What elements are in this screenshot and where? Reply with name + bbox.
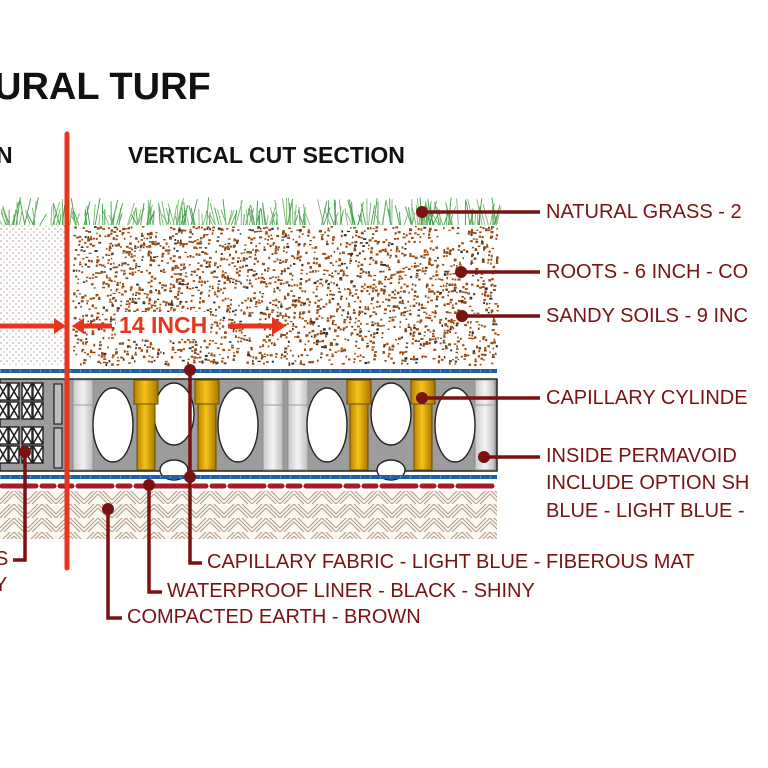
callout-left-cut-line2: Y [0, 574, 8, 596]
compacted-earth-layer [0, 491, 497, 539]
plan-section-heading: N [0, 142, 13, 168]
fine-soil-plan [0, 224, 67, 366]
callout-inside-permavoid-line3: BLUE - LIGHT BLUE - [546, 500, 745, 522]
dimension-label: 14 INCH [116, 312, 211, 339]
callout-roots: ROOTS - 6 INCH - CO [546, 261, 749, 283]
callout-inside-permavoid-line2: INCLUDE OPTION SH [546, 472, 750, 494]
callout-left-cut-line1: S [0, 548, 9, 570]
sandy-soil-layer [72, 226, 500, 367]
callout-capillary-cylinder: CAPILLARY CYLINDE [546, 387, 748, 409]
callout-dots [19, 206, 490, 515]
callout-compacted-earth: COMPACTED EARTH - BROWN [127, 606, 421, 628]
callout-leaders [13, 210, 540, 620]
vertical-cut-section-heading: VERTICAL CUT SECTION [128, 142, 405, 168]
callout-capillary-fabric: CAPILLARY FABRIC - LIGHT BLUE - FIBEROUS… [207, 551, 695, 573]
dimension-arrow [0, 317, 286, 335]
page-title: URAL TURF [0, 66, 211, 108]
callout-inside-permavoid-line1: INSIDE PERMAVOID [546, 445, 737, 467]
callout-waterproof-liner: WATERPROOF LINER - BLACK - SHINY [167, 580, 535, 602]
callout-sandy-soils: SANDY SOILS - 9 INC [546, 305, 748, 327]
permavoid-layer [0, 378, 498, 481]
callout-natural-grass: NATURAL GRASS - 2 [546, 201, 742, 223]
